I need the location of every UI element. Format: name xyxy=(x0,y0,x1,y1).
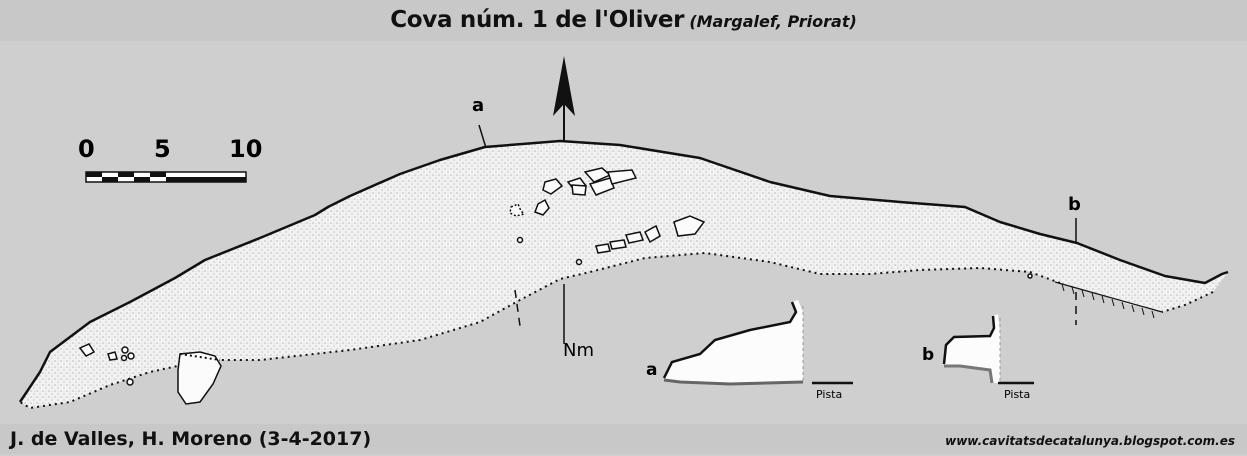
survey-authors: J. de Valles, H. Moreno (3-4-2017) xyxy=(10,428,372,450)
rock-block xyxy=(644,224,661,244)
cave-wall-outline xyxy=(18,139,1229,403)
rock-block xyxy=(516,236,524,244)
rock-block xyxy=(673,215,706,237)
website-link[interactable]: www.cavitatsdecatalunya.blogspot.com.es xyxy=(945,434,1235,448)
section-a-reference: Pista xyxy=(816,388,842,401)
rock-block xyxy=(107,351,118,361)
rock-block xyxy=(78,343,96,357)
rock-block xyxy=(595,243,611,254)
rock-block xyxy=(606,169,638,185)
scale-label-5: 5 xyxy=(154,135,171,163)
cave-location: (Margalef, Priorat) xyxy=(689,12,857,31)
rock-block xyxy=(1027,273,1033,279)
fallen-block xyxy=(177,351,222,405)
slope-hatch xyxy=(1054,281,1163,313)
footer-bar: J. de Valles, H. Moreno (3-4-2017) www.c… xyxy=(0,424,1247,454)
rock-block xyxy=(120,354,128,362)
section-b-title: b xyxy=(922,345,934,365)
fallen-block-edge xyxy=(179,353,221,361)
rock-block xyxy=(609,239,627,250)
section-b-reference: Pista xyxy=(1004,388,1030,401)
rock-block xyxy=(575,258,583,266)
section-line-a xyxy=(478,124,521,327)
slope-hatch-ticks xyxy=(1061,283,1155,319)
rock-block xyxy=(588,177,615,196)
rock-block xyxy=(542,178,564,195)
cross-section-a: a Pista xyxy=(646,300,853,401)
scale-bar: 0 5 10 xyxy=(78,135,262,183)
cross-section-b: b Pista xyxy=(922,314,1034,401)
rock-block xyxy=(571,184,587,196)
scale-label-10: 10 xyxy=(229,135,262,163)
magnetic-north-label: Nm xyxy=(563,340,594,361)
rock-blocks xyxy=(78,167,1033,386)
rock-block xyxy=(624,231,645,244)
rock-block xyxy=(534,198,550,216)
cave-floor-area xyxy=(20,141,1228,408)
section-a-label: a xyxy=(472,95,484,116)
section-b-label: b xyxy=(1068,194,1081,215)
magnetic-north-indicator: Nm xyxy=(563,284,594,361)
title-bar: Cova núm. 1 de l'Oliver (Margalef, Prior… xyxy=(0,0,1247,41)
section-a-title: a xyxy=(646,360,657,380)
rock-block xyxy=(127,352,135,360)
rock-block xyxy=(509,203,526,217)
cave-plan xyxy=(18,139,1229,410)
rock-block xyxy=(121,346,129,354)
scale-label-0: 0 xyxy=(78,135,95,163)
cave-title: Cova núm. 1 de l'Oliver xyxy=(390,7,685,33)
north-arrow xyxy=(553,56,575,140)
rock-block xyxy=(126,378,134,386)
